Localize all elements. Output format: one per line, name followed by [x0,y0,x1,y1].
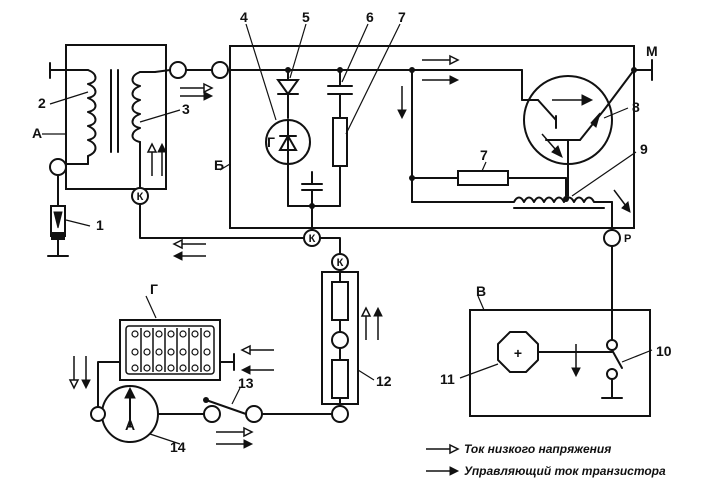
label-B: Б [214,157,224,173]
spark-plug [47,174,69,257]
label-G: Г [150,281,158,297]
label-M: М [646,43,658,59]
wire-coil-to-switch [139,203,305,239]
distributor-box [469,309,651,417]
label-2: 2 [38,95,46,111]
label-12: 12 [376,373,392,389]
breaker-contact [611,349,623,369]
ignition-switch-circuit: А [90,385,333,443]
label-5: 5 [302,9,310,25]
resistor-7-vertical [332,117,348,167]
label-8: 8 [632,99,640,115]
secondary-winding [131,71,141,143]
label-6: 6 [366,9,374,25]
breaker-cam [497,331,539,373]
label-7a: 7 [398,9,406,25]
resistor-assembly: К [319,237,359,423]
label-1: 1 [96,217,104,233]
p-terminal [603,229,621,247]
label-11: 11 [440,371,455,387]
switch-input-terminal [211,61,229,79]
legend: Ток низкого напряжения Управляющий ток т… [426,442,666,478]
label-13: 13 [238,375,254,391]
label-k3: К [337,257,344,269]
legend-control-text: Управляющий ток транзистора [464,464,666,478]
battery-box [119,319,221,381]
label-9: 9 [640,141,648,157]
current-arrows [68,54,631,449]
coil-hv-terminal [49,158,67,176]
label-7b: 7 [480,147,488,163]
cam-plus-label: + [514,345,522,361]
label-14: 14 [170,439,186,455]
label-4: 4 [240,9,248,25]
labels: 1 2 3 4 5 6 7 7 8 9 10 11 12 13 14 А Б В… [32,9,672,455]
diode-symbol [276,79,300,96]
transistor-switch-block: Г [185,45,653,247]
resistor-12-lower [331,359,349,399]
resistor-7-horizontal [457,170,509,186]
label-3: 3 [182,101,190,117]
ignition-coil-block: К [49,44,187,205]
zener-g-label: Г [267,134,275,150]
label-V: В [476,283,486,299]
battery [97,319,235,408]
coil-plus-terminal [169,61,187,79]
winding-9 [509,196,605,203]
primary-winding [87,69,97,157]
distributor-block: + [469,245,651,417]
label-k1: К [137,191,144,203]
label-k2: К [309,233,316,245]
label-A: А [32,125,42,141]
coil-housing-box [65,44,167,190]
ignition-switch-lever [205,399,247,415]
switch-housing-box [229,45,635,229]
legend-control-arrow [449,466,460,476]
leader-lines [42,23,653,445]
label-10: 10 [656,343,672,359]
ammeter-a-label: А [125,417,135,433]
label-P: Р [624,233,631,245]
legend-low-voltage-arrow [449,443,460,455]
resistor-12-upper [331,281,349,321]
legend-low-voltage-text: Ток низкого напряжения [464,442,611,456]
